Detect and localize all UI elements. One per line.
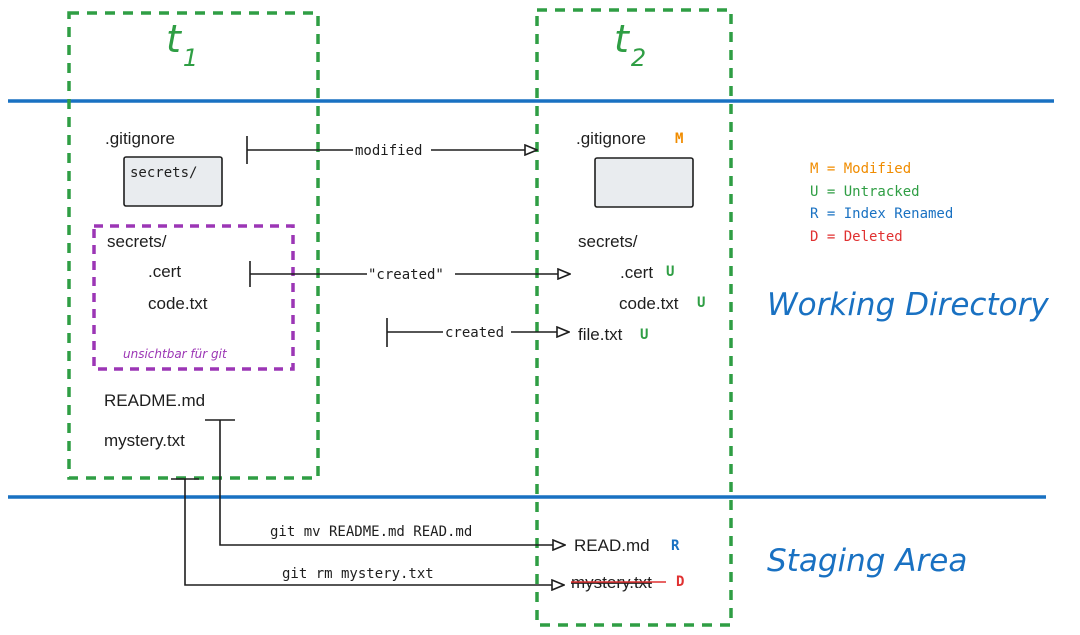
working-directory-label: Working Directory [767, 287, 1049, 323]
t2-cert-status: U [666, 264, 674, 280]
legend-deleted: D = Deleted [810, 229, 903, 245]
created-quoted-label: "created" [368, 267, 444, 283]
t2-secrets-folder: secrets/ [578, 232, 638, 251]
t1-gitignore-content-box [123, 156, 223, 207]
created-label-bg [443, 323, 511, 341]
t2-code-status: U [697, 295, 705, 311]
t1-box [67, 11, 320, 480]
git-mv-arrow [219, 420, 565, 545]
legend-modified: M = Modified [810, 161, 911, 177]
invisible-for-git-box [92, 224, 295, 371]
t2-gitignore-content-box [594, 157, 694, 208]
t2-mystery-status: D [676, 574, 684, 590]
t1-gitignore-content: secrets/ [130, 165, 197, 181]
t1-gitignore: .gitignore [105, 129, 175, 148]
t2-box [535, 8, 733, 627]
t1-cert: .cert [148, 262, 181, 281]
created-quoted-label-bg [367, 265, 455, 283]
t2-label: t2 [614, 17, 646, 72]
t2-gitignore-status: M [675, 131, 683, 147]
t2-code: code.txt [619, 294, 679, 313]
git-mv-label: git mv README.md READ.md [270, 524, 472, 540]
t1-readme: README.md [104, 391, 205, 410]
t1-mystery: mystery.txt [104, 431, 185, 450]
modified-label: modified [355, 143, 422, 159]
invisible-for-git-note: unsichtbar für git [123, 347, 228, 361]
git-rm-arrow [184, 479, 564, 585]
t2-read-status: R [671, 538, 680, 554]
status-legend: M = Modified U = Untracked R = Index Ren… [810, 161, 953, 245]
t1-secrets-folder: secrets/ [107, 232, 167, 251]
modified-label-bg [353, 141, 431, 159]
t2-read: READ.md [574, 536, 650, 555]
legend-renamed: R = Index Renamed [810, 206, 953, 222]
t1-label: t1 [166, 17, 198, 72]
legend-untracked: U = Untracked [810, 184, 920, 200]
t2-gitignore: .gitignore [576, 129, 646, 148]
t1-code: code.txt [148, 294, 208, 313]
git-rm-label: git rm mystery.txt [282, 566, 434, 582]
t2-file-status: U [640, 327, 648, 343]
t2-file: file.txt [578, 325, 623, 344]
created-label: created [445, 325, 504, 341]
staging-area-label: Staging Area [767, 543, 967, 579]
t2-cert: .cert [620, 263, 653, 282]
